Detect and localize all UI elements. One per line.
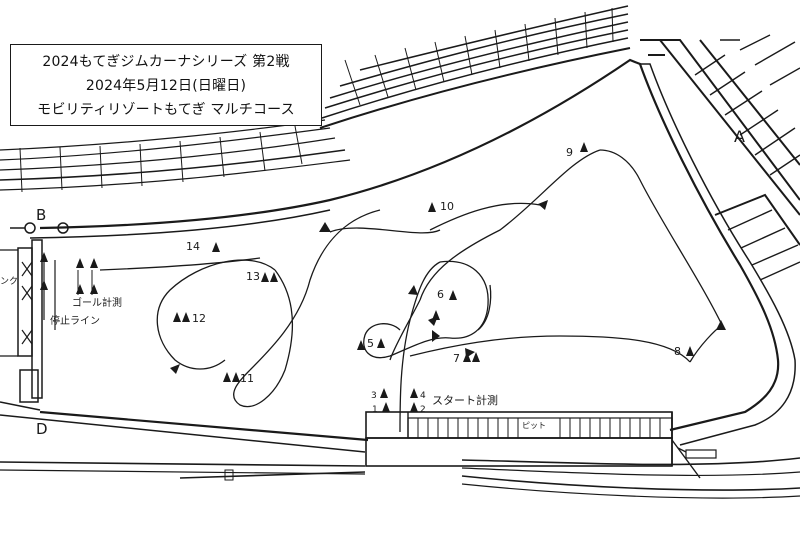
pylon-3 xyxy=(380,388,388,398)
pylon-14 xyxy=(212,242,220,252)
pylon-goal-c xyxy=(76,284,84,294)
pylon-number-11: 11 xyxy=(240,372,254,385)
pylon-5b xyxy=(357,340,365,350)
pit-building xyxy=(365,411,673,467)
left-edge-label: ンク xyxy=(0,276,18,287)
pylon-number-4: 4 xyxy=(420,391,426,401)
pylon-1 xyxy=(382,402,390,412)
pit-label: ピット xyxy=(522,421,546,430)
pylon-number-10: 10 xyxy=(440,200,454,213)
pylon-8 xyxy=(686,346,694,356)
goal-timing-label: ゴール計測 xyxy=(72,296,122,309)
pylon-number-2: 2 xyxy=(420,405,426,415)
pylon-12b xyxy=(182,312,190,322)
pylon-number-9: 9 xyxy=(566,146,573,159)
pylon-number-7: 7 xyxy=(453,352,460,365)
pylon-goal-a xyxy=(76,258,84,268)
pylon-11a xyxy=(223,372,231,382)
title-venue: モビリティリゾートもてぎ マルチコース xyxy=(37,102,295,118)
pylon-7b xyxy=(472,352,480,362)
pylon-13a xyxy=(261,272,269,282)
pylon-number-5: 5 xyxy=(367,337,374,350)
pylon-5 xyxy=(377,338,385,348)
title-event: 2024もてぎジムカーナシリーズ 第2戦 xyxy=(42,54,290,70)
pylon-7a xyxy=(463,352,471,362)
driving-line xyxy=(99,149,723,433)
pylon-6a xyxy=(449,290,457,300)
pylon-4 xyxy=(410,388,418,398)
start-timing-label: スタート計測 xyxy=(432,393,498,407)
pylon-numbers: 9 10 14 13 12 11 6 5 7 8 3 4 1 2 xyxy=(186,146,681,415)
pylons xyxy=(40,142,694,412)
title-box: 2024もてぎジムカーナシリーズ 第2戦 2024年5月12日(日曜日) モビリ… xyxy=(10,44,322,126)
course-boundary xyxy=(0,58,796,453)
pylon-number-13: 13 xyxy=(246,270,260,283)
pylon-goal-b xyxy=(90,258,98,268)
pylon-9 xyxy=(580,142,588,152)
pylon-6b xyxy=(432,310,440,320)
pylon-number-14: 14 xyxy=(186,240,200,253)
left-structure xyxy=(0,239,43,403)
bottom-roads xyxy=(0,439,800,499)
pylon-number-12: 12 xyxy=(192,312,206,325)
pylon-11b xyxy=(232,372,240,382)
grandstand-bands xyxy=(0,5,631,193)
pylon-2 xyxy=(410,402,418,412)
pylon-13b xyxy=(270,272,278,282)
stop-line-label: 停止ライン xyxy=(50,314,100,327)
gate-b xyxy=(10,222,69,234)
pylon-number-1: 1 xyxy=(372,405,378,415)
parking-area-a xyxy=(640,34,800,281)
pylon-goal-d xyxy=(90,284,98,294)
area-label-a: A xyxy=(734,127,745,146)
pylon-12a xyxy=(173,312,181,322)
title-date: 2024年5月12日(日曜日) xyxy=(85,78,247,94)
area-label-d: D xyxy=(36,420,48,438)
pylon-number-3: 3 xyxy=(371,391,377,401)
pylon-number-8: 8 xyxy=(674,345,681,358)
area-label-b: B xyxy=(36,206,46,224)
pylon-number-6: 6 xyxy=(437,288,444,301)
annotations: スタート計測 ゴール計測 停止ライン ピット ンク A B D xyxy=(0,127,745,438)
pylon-stop-b xyxy=(40,252,48,262)
pylon-10 xyxy=(428,202,436,212)
pylon-stop-a xyxy=(40,280,48,290)
